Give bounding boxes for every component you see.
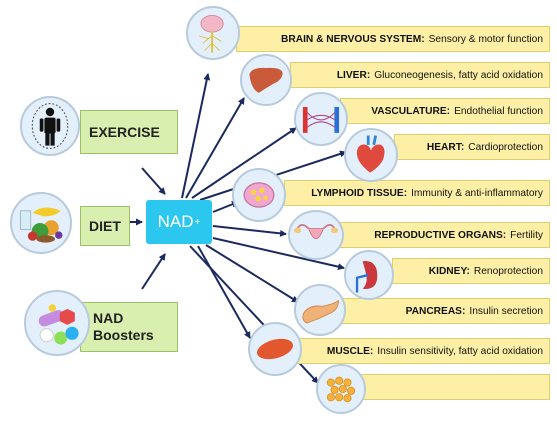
muscle-icon [248, 322, 302, 376]
arrow-exercise [141, 167, 166, 195]
brain-icon [186, 6, 240, 60]
target-box-adipose [356, 374, 550, 400]
hub-superscript: + [194, 216, 201, 228]
hub-label: NAD [157, 212, 194, 231]
arrow-liver [185, 97, 245, 199]
target-box-muscle: MUSCLE: Insulin sensitivity, fatty acid … [296, 338, 550, 364]
pancreas-icon [294, 284, 346, 336]
input-label: DIET [89, 218, 121, 234]
effect-label: Cardioprotection [468, 141, 543, 153]
organ-label: VASCULATURE: [371, 105, 451, 117]
arrow-muscle [197, 245, 251, 339]
organ-label: MUSCLE: [326, 345, 374, 357]
input-label: NAD [93, 310, 124, 326]
target-box-heart: HEART: Cardioprotection [394, 134, 550, 160]
input-box-exercise: EXERCISE [80, 110, 178, 154]
liver-icon [240, 54, 292, 106]
organ-label: LIVER: [336, 69, 371, 81]
effect-label: Gluconeogenesis, fatty acid oxidation [374, 69, 543, 81]
nad-hub: NAD+ [146, 200, 212, 244]
effect-label: Immunity & anti-inflammatory [411, 187, 543, 199]
arrow-brain [181, 73, 211, 199]
effect-label: Fertility [510, 229, 543, 241]
target-box-kidney: KIDNEY: Renoprotection [392, 258, 550, 284]
effect-label: Insulin secretion [469, 305, 543, 317]
target-box-brain: BRAIN & NERVOUS SYSTEM: Sensory & motor … [236, 26, 550, 52]
effect-label: Renoprotection [473, 265, 543, 277]
pills-icon [24, 290, 90, 356]
heart-icon [344, 128, 398, 182]
input-label-line2: Boosters [93, 327, 154, 343]
organ-label: BRAIN & NERVOUS SYSTEM: [281, 33, 425, 45]
kidney-icon [344, 250, 394, 300]
blood-vessel-icon [294, 92, 348, 146]
organ-label: HEART: [426, 141, 465, 153]
arrow-reproductive [212, 225, 287, 237]
food-icon [10, 192, 72, 254]
input-box-boosters: NAD Boosters [80, 302, 178, 352]
arrow-pancreas [205, 244, 299, 303]
effect-label: Insulin sensitivity, fatty acid oxidatio… [377, 345, 543, 357]
target-box-liver: LIVER: Gluconeogenesis, fatty acid oxida… [290, 62, 550, 88]
organ-label: LYMPHOID TISSUE: [311, 187, 408, 199]
effect-label: Sensory & motor function [428, 33, 543, 45]
uterus-icon [288, 210, 344, 260]
input-box-diet: DIET [80, 206, 130, 246]
target-box-reproductive: REPRODUCTIVE ORGANS: Fertility [340, 222, 550, 248]
jump-rope-person-icon [20, 96, 80, 156]
adipose-tissue-icon [316, 364, 366, 414]
target-box-lymphoid: LYMPHOID TISSUE: Immunity & anti-inflamm… [284, 180, 550, 206]
organ-label: KIDNEY: [428, 265, 470, 277]
arrow-boosters [141, 253, 166, 290]
effect-label: Endothelial function [454, 105, 543, 117]
lymph-node-icon [232, 168, 286, 222]
input-label: EXERCISE [89, 124, 160, 140]
arrow-kidney [212, 237, 345, 271]
target-box-vasculature: VASCULATURE: Endothelial function [340, 98, 550, 124]
organ-label: PANCREAS: [405, 305, 466, 317]
organ-label: REPRODUCTIVE ORGANS: [374, 229, 507, 241]
target-box-pancreas: PANCREAS: Insulin secretion [340, 298, 550, 324]
arrow-vasculature [191, 127, 297, 199]
